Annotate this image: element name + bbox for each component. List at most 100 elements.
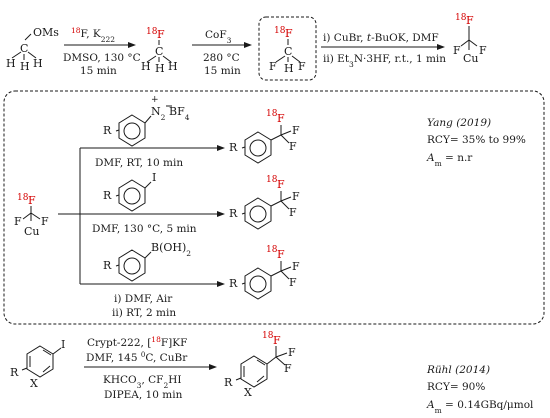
svg-text:H: H <box>168 60 178 73</box>
heteroatom-label: X <box>30 377 38 390</box>
svg-text:F: F <box>479 44 487 57</box>
svg-text:F: F <box>277 112 285 125</box>
branch1-condition: DMF, RT, 10 min <box>95 157 183 169</box>
step2-time: 15 min <box>204 65 241 77</box>
haloarene-substrate: I R X <box>10 338 65 390</box>
svg-text:R: R <box>224 376 233 389</box>
leaving-group-label: OMs <box>33 26 59 39</box>
hydrogen-label: H <box>20 60 30 73</box>
reference-ruhl: Rühl (2014) RCY= 90% Am = 0.14GBq/μmol <box>426 364 534 415</box>
svg-text:H: H <box>284 62 294 75</box>
reference-author: Yang (2019) <box>427 117 491 129</box>
svg-text:F: F <box>269 60 277 73</box>
boronic-acid-label: B(OH)2 <box>151 241 191 258</box>
step1-time: 15 min <box>80 65 117 77</box>
branch2-condition: DMF, 130 °C, 5 min <box>92 223 197 235</box>
step1-arrow-group: 18F, K222 DMSO, 130 °C 15 min <box>63 26 141 78</box>
step3-line1: i) CuBr, t-BuOK, DMF <box>323 32 439 44</box>
step2-reagent: CoF3 <box>205 29 232 45</box>
aryl-diazonium-substrate: R N2 + BF4 <box>103 95 190 147</box>
step2-arrow-group: CoF3 280 °C 15 min <box>192 29 252 77</box>
hydrogen-label: H <box>6 57 16 70</box>
fluorine-label: F <box>466 14 474 27</box>
svg-text:H: H <box>155 62 165 75</box>
reference-author: Rühl (2014) <box>426 364 490 376</box>
svg-text:18: 18 <box>17 193 29 203</box>
step1-condition: DMSO, 130 °C <box>63 52 141 64</box>
svg-text:F: F <box>292 260 300 273</box>
branch3-condition-1: i) DMF, Air <box>114 293 173 305</box>
methyl-mesylate: OMs C H H H <box>6 26 59 73</box>
svg-text:18: 18 <box>262 331 274 341</box>
bottom-condition-2: DMF, 145 0C, CuBr <box>86 351 188 364</box>
step2-condition: 280 °C <box>203 52 240 64</box>
svg-text:F: F <box>277 248 285 261</box>
svg-text:F: F <box>289 140 297 153</box>
svg-text:F: F <box>289 276 297 289</box>
counterion-label: BF4 <box>169 105 190 122</box>
carbon-label: C <box>20 42 28 55</box>
svg-text:F: F <box>273 334 281 347</box>
svg-text:18: 18 <box>455 13 467 23</box>
copper-label: Cu <box>24 225 40 238</box>
dashed-box <box>258 16 317 81</box>
svg-text:18: 18 <box>274 26 286 36</box>
iodine-label: I <box>152 171 156 184</box>
svg-text:F: F <box>292 124 300 137</box>
svg-text:R: R <box>103 259 112 272</box>
fluoroform-intermediate: 18 F C F H F <box>258 16 317 81</box>
svg-text:18: 18 <box>146 27 158 37</box>
reference-molar-activity: Am = n.r <box>426 152 473 168</box>
diazonium-label: N2 <box>151 105 166 122</box>
reference-molar-activity: Am = 0.14GBq/μmol <box>426 399 534 415</box>
svg-text:F: F <box>292 190 300 203</box>
svg-text:R: R <box>229 277 238 290</box>
step3-arrow-group: i) CuBr, t-BuOK, DMF ii) Et3N·3HF, r.t.,… <box>321 32 446 69</box>
heteroaryl-cf3-product: R X 18 F F F <box>224 331 296 399</box>
cf3cu-reagent: 18 F F F Cu <box>14 193 49 238</box>
aryl-iodide-substrate: R I <box>103 171 156 212</box>
bottom-condition-4: DIPEA, 10 min <box>104 389 183 401</box>
svg-text:+: + <box>151 95 159 105</box>
svg-text:F: F <box>14 215 22 228</box>
svg-text:R: R <box>229 207 238 220</box>
copper-label: Cu <box>463 52 479 65</box>
svg-text:C: C <box>284 45 292 58</box>
bottom-arrow-group: Crypt-222, [18F]KF DMF, 145 0C, CuBr KHC… <box>84 335 217 401</box>
trifluoromethyl-copper-product: 18 F F F Cu <box>453 13 487 65</box>
dashed-section-box <box>3 90 545 325</box>
svg-text:F: F <box>298 60 306 73</box>
svg-text:F: F <box>288 346 296 359</box>
svg-text:18: 18 <box>266 109 278 119</box>
svg-text:F: F <box>277 178 285 191</box>
reference-rcy: RCY= 90% <box>427 381 485 393</box>
svg-text:R: R <box>103 189 112 202</box>
methyl-fluoride: 18 F C H H H <box>141 27 178 75</box>
svg-text:F: F <box>41 215 49 228</box>
fluorine-label: F <box>285 27 293 40</box>
hydrogen-label: H <box>33 57 43 70</box>
branch3-condition-2: ii) RT, 2 min <box>112 307 176 319</box>
svg-text:F: F <box>284 362 292 375</box>
heteroatom-label: X <box>244 386 252 399</box>
svg-text:R: R <box>229 141 238 154</box>
fluorine-label: F <box>28 194 36 207</box>
svg-text:R: R <box>103 124 112 137</box>
trifluoromethylarene-product-1: R 18 F F F <box>229 109 300 164</box>
trifluoromethylarene-product-2: R 18 F F F <box>229 175 300 230</box>
step3-line2: ii) Et3N·3HF, r.t., 1 min <box>323 53 446 69</box>
iodine-label: I <box>61 338 65 351</box>
svg-text:H: H <box>141 60 151 73</box>
bottom-condition-3: KHCO3, CF2HI <box>103 374 182 390</box>
carbon-label: C <box>155 45 163 58</box>
step1-reagent: 18F, K222 <box>71 26 115 44</box>
svg-text:18: 18 <box>266 175 278 185</box>
svg-text:F: F <box>453 44 461 57</box>
reference-yang: Yang (2019) RCY= 35% to 99% Am = n.r <box>426 117 526 168</box>
svg-text:F: F <box>289 206 297 219</box>
svg-text:R: R <box>10 366 19 379</box>
fluorine-label: F <box>157 28 165 41</box>
svg-text:18: 18 <box>266 245 278 255</box>
aryl-boronic-acid-substrate: R B(OH)2 <box>103 241 191 282</box>
